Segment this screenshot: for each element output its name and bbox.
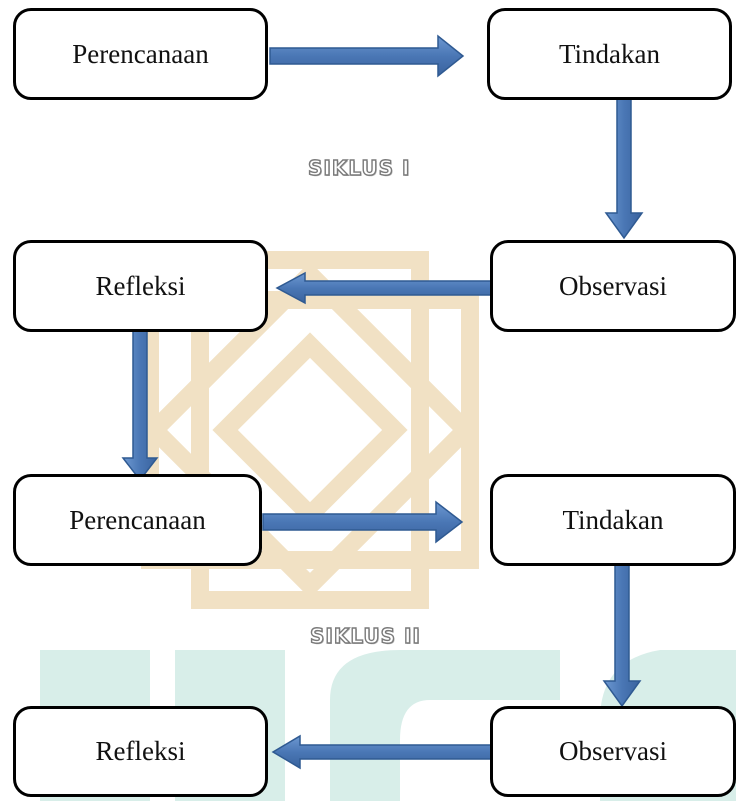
arrow-action-to-observation-1 — [604, 96, 644, 240]
node-planning-2: Perencanaan — [13, 474, 262, 566]
node-planning-1: Perencanaan — [13, 8, 268, 100]
arrow-reflection-to-planning — [121, 327, 159, 482]
node-action-1: Tindakan — [487, 8, 732, 100]
node-observation-2: Observasi — [490, 706, 736, 797]
node-reflection-2: Refleksi — [13, 706, 268, 797]
arrow-planning-to-action-1 — [269, 34, 465, 78]
arrow-observation-to-reflection-1 — [275, 271, 493, 305]
arrow-planning-to-action-2 — [262, 500, 464, 544]
cycle-1-label: SIKLUS I — [307, 155, 411, 180]
cycle-2-label: SIKLUS II — [309, 623, 421, 648]
arrow-observation-to-reflection-2 — [271, 734, 493, 770]
arrow-action-to-observation-2 — [602, 562, 642, 708]
node-reflection-1: Refleksi — [13, 240, 268, 332]
node-action-2: Tindakan — [490, 474, 736, 566]
node-observation-1: Observasi — [490, 240, 736, 332]
